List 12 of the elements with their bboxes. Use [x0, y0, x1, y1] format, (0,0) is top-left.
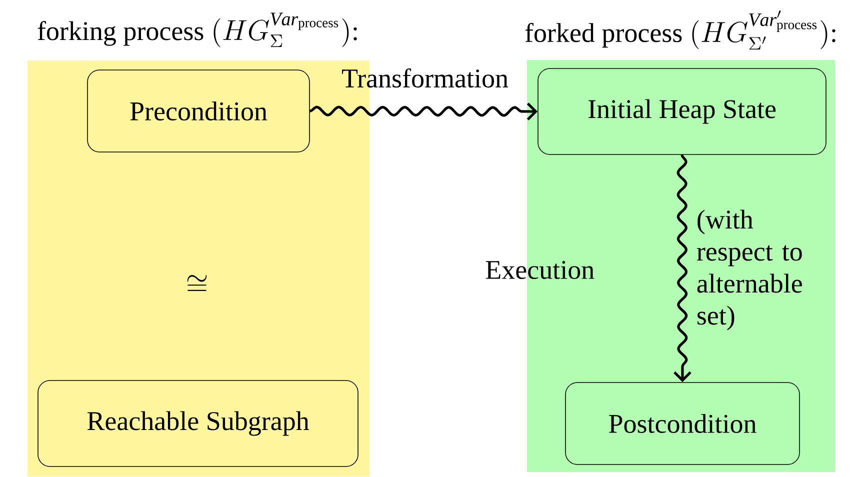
edge-note: (with respect to alternable set)	[696, 210, 802, 330]
band-heading: $\text{forked process }(HG_{\Sigma'}^{\mathit{Var}'_{\text{process}}})\text{:}$	[525, 10, 836, 50]
process-box: Precondition	[87, 70, 310, 152]
edge-label: Transformation	[342, 68, 508, 88]
wavy-arrow	[674, 154, 692, 382]
congruence-symbol: $\cong$	[187, 275, 207, 291]
wavy-arrow	[309, 102, 538, 120]
edge-label: Execution	[486, 260, 594, 280]
process-box: Postcondition	[565, 382, 800, 465]
band-heading: $\text{forking process }(HG_{\Sigma}^{\mathit{Var}_{\text{process}}})\text{:}$	[38, 12, 357, 48]
process-box: Initial Heap State	[538, 68, 826, 155]
process-box: Reachable Subgraph	[38, 380, 358, 467]
